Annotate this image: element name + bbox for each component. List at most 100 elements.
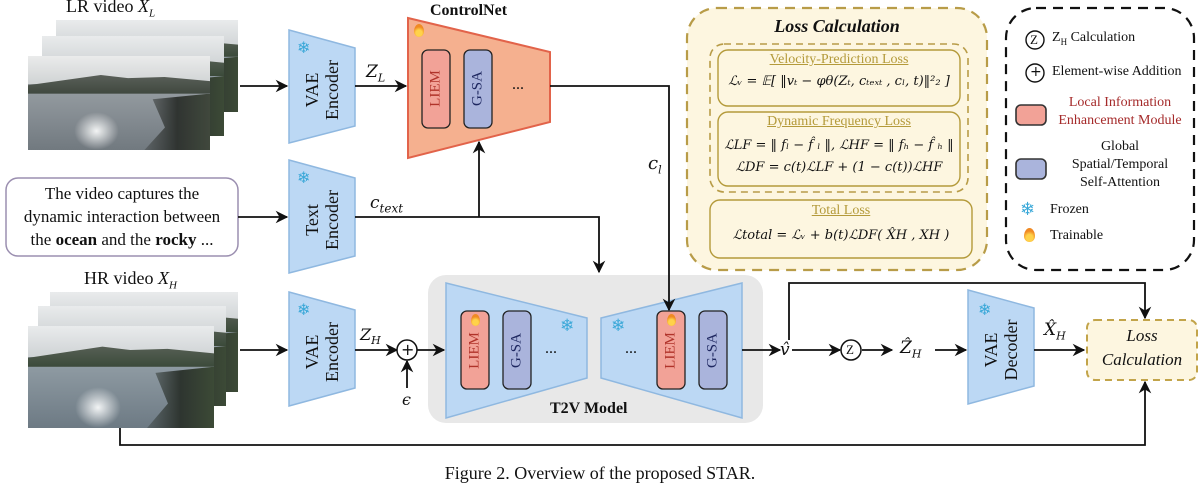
velocity-loss-heading: Velocity-Prediction Loss bbox=[718, 52, 960, 68]
arrow-ctext-to-t2v bbox=[355, 216, 606, 274]
total-heading-text: Total Loss bbox=[811, 203, 871, 218]
vae-decoder-label: ❄ VAE Decoder bbox=[968, 290, 1034, 403]
t2v-enc-gsa-block bbox=[502, 310, 532, 390]
controlnet-liem-block bbox=[421, 49, 451, 129]
lr-video-symbol: X bbox=[138, 0, 149, 16]
c-text-symbol: c bbox=[370, 193, 380, 213]
prompt-mid: and the bbox=[97, 230, 156, 249]
arrow-vhat-to-loss bbox=[788, 282, 1152, 340]
signal-z-l: ZL bbox=[366, 62, 385, 84]
vae-encoder-hr-line1: VAE bbox=[302, 334, 322, 370]
vae-encoder-hr-shape bbox=[288, 291, 356, 407]
z-circle bbox=[840, 339, 862, 361]
z-l-subscript: L bbox=[377, 71, 386, 85]
hr-video-subscript: H bbox=[169, 279, 177, 292]
snowflake-icon: ❄ bbox=[297, 170, 311, 187]
add-circle bbox=[396, 339, 418, 361]
text-encoder-line2: Encoder bbox=[322, 190, 342, 250]
snowflake-icon: ❄ bbox=[611, 316, 626, 335]
prompt-line-3: the ocean and the rocky ... bbox=[6, 228, 238, 251]
vae-decoder-line2: Decoder bbox=[1001, 319, 1021, 381]
snowflake-icon: ❄ bbox=[297, 302, 311, 319]
legend-trainable-label: Trainable bbox=[1050, 228, 1104, 243]
controlnet-liem-label: LIEM bbox=[427, 70, 444, 107]
prompt-text: The video captures the dynamic interacti… bbox=[6, 182, 238, 251]
signal-epsilon: ϵ bbox=[402, 390, 411, 409]
loss-calc-small-text: Loss Calculation bbox=[1087, 324, 1197, 372]
t2v-dec-liem-label: LIEM bbox=[662, 332, 679, 369]
x-hat-h-subscript: H bbox=[1056, 329, 1066, 343]
t2v-enc-liem-label: LIEM bbox=[466, 332, 483, 369]
z-hat-h-symbol: Ẑ bbox=[900, 338, 912, 358]
velocity-heading-text: Velocity-Prediction Loss bbox=[769, 52, 909, 67]
legend-plus-circle bbox=[1025, 63, 1045, 83]
velocity-loss-box bbox=[717, 49, 961, 107]
z-hat-h-subscript: H bbox=[911, 347, 922, 361]
arrow-hr-to-loss bbox=[119, 380, 1152, 446]
frequency-heading-text: Dynamic Frequency Loss bbox=[767, 114, 911, 129]
legend-gsa-label: Global Spatial/Temporal Self-Attention bbox=[1050, 138, 1190, 192]
t2v-dec-gsa-label: G-SA bbox=[704, 333, 721, 369]
legend-z-sub: H bbox=[1060, 36, 1068, 47]
total-loss-formula: ℒtotal = ℒᵥ + b(t)ℒDF( X̂H , XH ) bbox=[732, 228, 950, 243]
signal-x-hat-h: X̂H bbox=[1044, 320, 1066, 342]
legend-plus-label: Element-wise Addition bbox=[1052, 64, 1182, 79]
legend-gsa-swatch bbox=[1015, 158, 1047, 180]
loss-small-line1: Loss bbox=[1126, 326, 1158, 345]
total-loss-heading: Total Loss bbox=[710, 203, 972, 219]
snowflake-icon: ❄ bbox=[978, 302, 992, 319]
legend-liem-line2: Enhancement Module bbox=[1058, 113, 1182, 128]
loss-panel-inner-dashed bbox=[709, 43, 969, 193]
snowflake-icon: ❄ bbox=[297, 40, 311, 57]
z-h-symbol: Z bbox=[360, 325, 372, 344]
vae-encoder-hr-line2: Encoder bbox=[322, 322, 342, 382]
vae-decoder-shape bbox=[967, 289, 1035, 405]
legend-snowflake-icon: ❄ bbox=[1020, 199, 1036, 219]
vae-decoder-line1: VAE bbox=[981, 332, 1001, 368]
frequency-loss-box bbox=[717, 111, 961, 187]
legend-z-main: Z bbox=[1052, 30, 1061, 45]
lr-video-frame bbox=[28, 56, 210, 150]
controlnet-gsa-label: G-SA bbox=[469, 71, 486, 107]
c-text-subscript: text bbox=[379, 201, 404, 216]
legend-flame-icon bbox=[1024, 228, 1035, 242]
text-encoder-label: ❄ Text Encoder bbox=[289, 160, 355, 273]
snowflake-icon: ❄ bbox=[560, 316, 575, 335]
t2v-title: T2V Model bbox=[550, 400, 628, 417]
legend-liem-line1: Local Information bbox=[1068, 95, 1172, 110]
controlnet-ellipsis: ... bbox=[512, 76, 524, 93]
loss-panel-title: Loss Calculation bbox=[774, 16, 900, 36]
t2v-enc-ellipsis: ... bbox=[545, 340, 557, 357]
lr-video-label: LR video XL bbox=[66, 0, 155, 20]
lr-video-subscript: L bbox=[149, 7, 156, 20]
frequency-loss-formula-2: ℒDF = c(t)ℒLF + (1 − c(t))ℒHF bbox=[735, 160, 943, 175]
legend-z-circle bbox=[1025, 30, 1045, 50]
flame-icon bbox=[667, 314, 676, 326]
add-symbol: + bbox=[401, 340, 415, 359]
legend-z-label: ZH Calculation bbox=[1052, 30, 1135, 47]
c-l-symbol: c bbox=[648, 153, 659, 174]
signal-c-l: cl bbox=[648, 153, 662, 177]
frequency-loss-formula-1: ℒLF = ‖ fₗ − f̂ ₗ ‖, ℒHF = ‖ fₕ − f̂ ₕ ‖ bbox=[724, 138, 954, 153]
loss-small-line2: Calculation bbox=[1101, 350, 1183, 369]
lr-video-text: LR video bbox=[66, 0, 138, 16]
legend-liem-label: Local Information Enhancement Module bbox=[1050, 94, 1190, 130]
legend-frozen-label: Frozen bbox=[1050, 202, 1089, 217]
vae-encoder-lr-line2: Encoder bbox=[322, 60, 342, 120]
legend-liem-swatch bbox=[1015, 104, 1047, 126]
prompt-line-1: The video captures the bbox=[44, 184, 200, 203]
hr-video-symbol: X bbox=[158, 268, 169, 288]
arrow-controlnet-to-decoder bbox=[550, 85, 676, 312]
legend-gsa-line2: Spatial/Temporal bbox=[1071, 157, 1169, 172]
text-encoder-shape bbox=[288, 159, 356, 274]
legend-z-glyph: Z bbox=[1030, 32, 1038, 47]
controlnet-gsa-block bbox=[463, 49, 493, 129]
z-h-subscript: H bbox=[371, 334, 381, 348]
prompt-post: ... bbox=[196, 230, 214, 249]
hr-video-frame bbox=[28, 326, 214, 428]
total-loss-box bbox=[709, 199, 973, 259]
t2v-dec-gsa-block bbox=[698, 310, 728, 390]
flame-icon bbox=[414, 24, 424, 37]
signal-z-hat-h: ẐH bbox=[900, 338, 921, 360]
